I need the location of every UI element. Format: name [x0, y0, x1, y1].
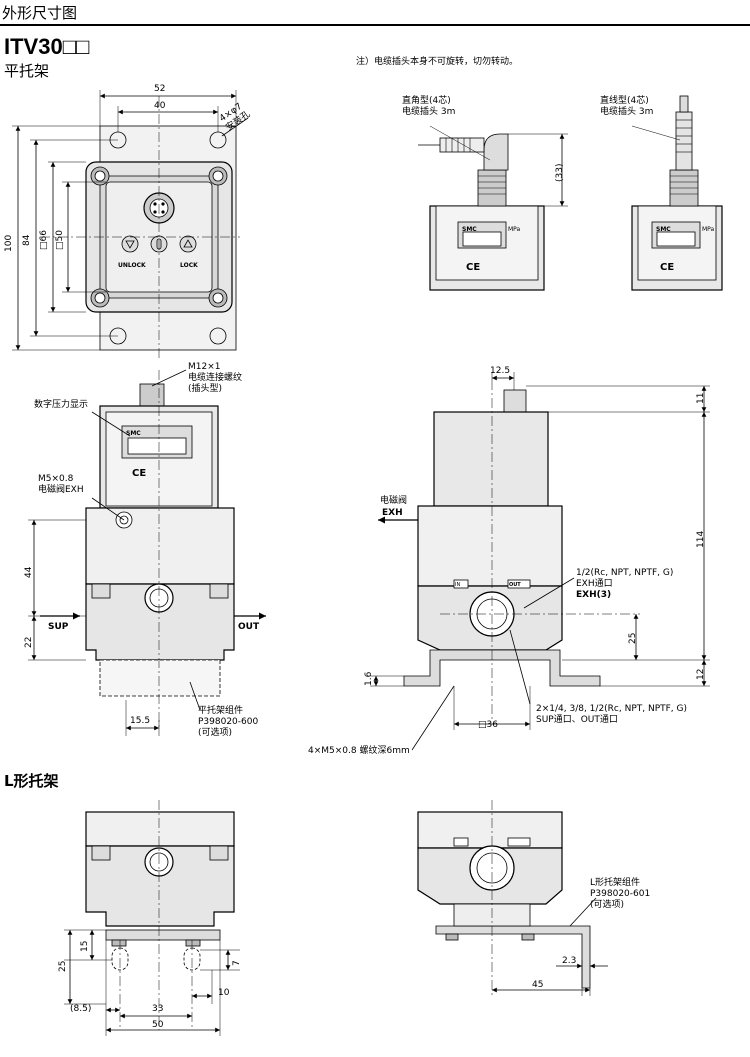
sup-out-callout: 2×1/4, 3/8, 1/2(Rc, NPT, NPTF, G)SUP通口、O…: [536, 704, 688, 725]
ce-mark: CE: [466, 262, 481, 273]
smc-logo-3: SMC: [126, 430, 141, 437]
dim-100: 100: [4, 234, 14, 252]
dim-25: 25: [628, 632, 638, 644]
mpa-unit-2: MPa: [702, 226, 715, 233]
dim-33-ref: (33): [555, 163, 565, 182]
port-out-mark: OUT: [509, 582, 521, 588]
dim-45: 45: [532, 980, 544, 990]
mount-hole: [209, 327, 227, 345]
lock-label: LOCK: [180, 262, 198, 269]
dim-66: □66: [39, 230, 49, 250]
dim-33: 33: [152, 1004, 164, 1014]
dim-15-5: 15.5: [130, 716, 151, 726]
dim-52: 52: [154, 84, 166, 94]
dim-1-6: 1.6: [364, 671, 374, 686]
dim-50-l: 50: [152, 1020, 164, 1030]
port-in-mark: IN: [455, 582, 461, 588]
side-view: [370, 372, 710, 751]
straight-connector-label: 直线型(4芯)电缆插头 3m: [600, 96, 654, 117]
dim-36: □36: [478, 720, 498, 730]
ce-mark-2: CE: [660, 262, 675, 273]
section-title-bar: 外形尺寸图: [0, 0, 750, 26]
section-title: 外形尺寸图: [2, 4, 78, 22]
l-bracket-heading: L形托架: [4, 772, 59, 790]
down-button-icon: [121, 235, 139, 253]
unlock-label: UNLOCK: [118, 262, 146, 269]
dim-40: 40: [154, 101, 166, 111]
smc-logo: SMC: [462, 226, 477, 233]
sup-label: SUP: [48, 622, 69, 632]
dim-22: 22: [24, 636, 34, 648]
right-angle-connector-view: [418, 125, 568, 291]
dim-10: 10: [218, 988, 230, 998]
up-button-icon: [179, 235, 197, 253]
model-title: ITV30□□: [4, 34, 90, 59]
connector-note: 注）电缆插头本身不可旋转，切勿转动。: [356, 57, 519, 67]
right-angle-connector-label: 直角型(4芯)电缆插头 3m: [402, 96, 456, 117]
solenoid-label: 电磁阀: [380, 496, 408, 506]
dim-8-5: (8.5): [70, 1004, 92, 1014]
dim-7: 7: [232, 960, 242, 966]
dim-12-5: 12.5: [490, 366, 511, 376]
dim-114: 114: [696, 530, 706, 548]
dim-12: 12: [696, 668, 706, 680]
ce-mark-3: CE: [132, 468, 147, 479]
dim-25-l: 25: [58, 960, 68, 972]
out-label: OUT: [238, 622, 260, 632]
mpa-unit: MPa: [508, 226, 521, 233]
exh-arrow-label: EXH: [382, 508, 403, 518]
dim-15: 15: [80, 940, 90, 952]
digital-display-callout: 数字压力显示: [34, 400, 89, 410]
front-view: [28, 369, 266, 736]
flat-bracket-heading: 平托架: [4, 62, 50, 80]
dim-2-3: 2.3: [562, 956, 577, 966]
l-bracket-front-view: [64, 800, 240, 1036]
smc-logo-2: SMC: [656, 226, 671, 233]
dim-11: 11: [696, 392, 706, 404]
screw-callout: 4×M5×0.8 螺纹深6mm: [308, 746, 410, 756]
l-bracket-side-view: [417, 800, 608, 996]
dim-50: □50: [55, 230, 65, 250]
dim-84: 84: [22, 234, 32, 246]
dim-44: 44: [24, 566, 34, 578]
top-view: [12, 90, 249, 360]
straight-connector-view: [631, 95, 723, 291]
